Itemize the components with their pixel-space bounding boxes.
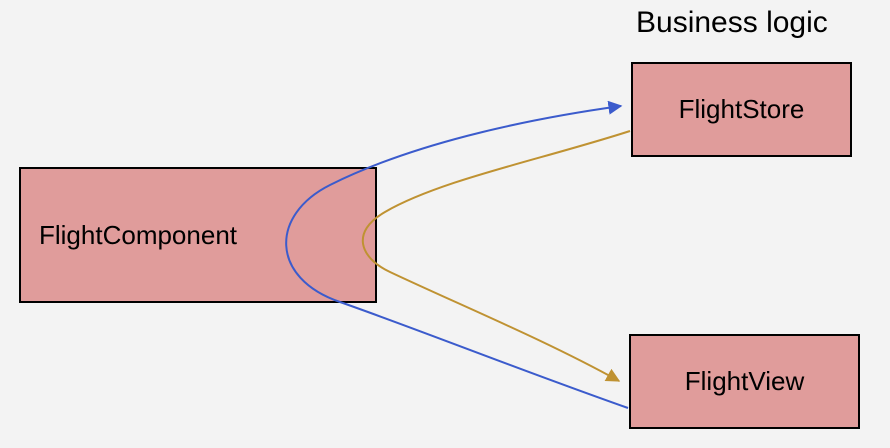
node-flight-view: FlightView: [629, 334, 860, 429]
diagram-title: Business logic: [636, 6, 828, 39]
node-flight-store: FlightStore: [631, 62, 852, 157]
node-flight-component: FlightComponent: [19, 167, 377, 303]
edge-store-to-view: [361, 130, 631, 382]
node-flight-store-label: FlightStore: [678, 94, 805, 124]
node-flight-view-label: FlightView: [684, 366, 805, 396]
node-flight-component-label: FlightComponent: [39, 219, 237, 250]
